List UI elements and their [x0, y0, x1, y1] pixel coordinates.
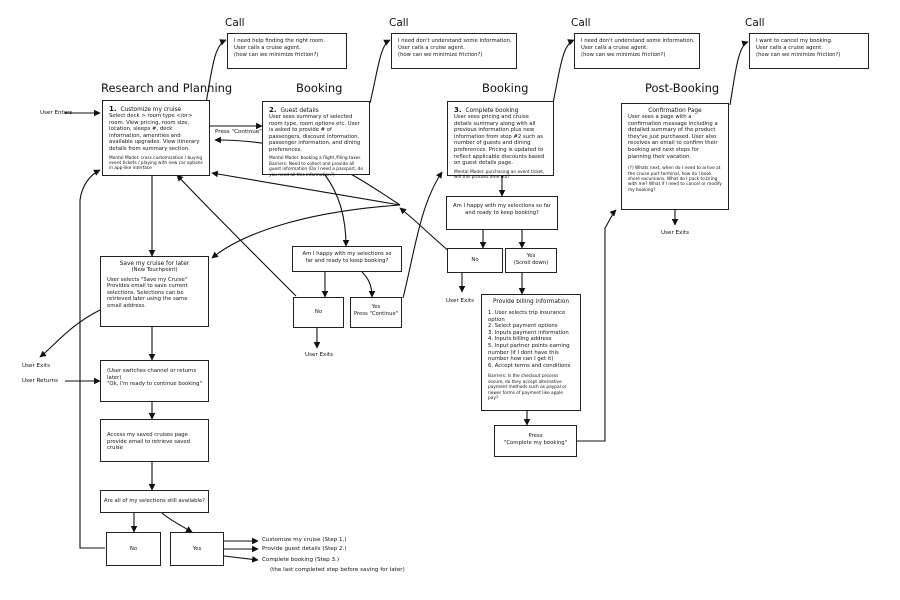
billing-note: Barriers: Is the checkout process secure…: [488, 374, 567, 401]
call-text: User calls a cruise agent.: [581, 45, 648, 52]
step-body: User sees pricing and cruise details sum…: [454, 114, 545, 167]
label-user-exits: User Exits: [305, 352, 334, 358]
heading-post-booking: Post-Booking: [645, 81, 720, 95]
billing-step: 6. Accept terms and conditions: [488, 362, 571, 369]
decision-question: Am I happy with my selections so far and…: [302, 251, 392, 264]
call-text: (how can we minimize friction?): [234, 52, 319, 59]
decision-yes-mid: Yes Press "Continue": [350, 297, 402, 328]
call-text: (how can we minimize friction?): [756, 52, 841, 59]
step-body: User sees summary of selected room type,…: [269, 114, 361, 153]
call-text: User calls a cruise agent.: [234, 45, 301, 52]
call-text: (how can we minimize friction?): [398, 52, 483, 59]
billing-step: 3. Inputs payment information: [488, 329, 569, 336]
call-text: I want to cancel my booking.: [756, 38, 833, 44]
call-heading-1: Call: [225, 17, 245, 29]
call-heading-3: Call: [571, 17, 591, 29]
decision-no-mid: No: [293, 297, 344, 328]
call-heading-2: Call: [389, 17, 409, 29]
call-text: I need don't understand some information…: [581, 38, 695, 44]
billing-step: 2. Select payment options: [488, 323, 558, 330]
label-user-returns: User Returns: [22, 378, 59, 384]
call-text: User calls a cruise agent.: [398, 45, 465, 52]
press-action: "Complete my booking": [503, 439, 568, 446]
label-user-enters: User Enters: [40, 110, 73, 116]
label-user-exits: User Exits: [446, 298, 475, 304]
decision-happy-right: Am I happy with my selections so far and…: [446, 196, 558, 230]
step-title: Guest details: [280, 108, 319, 114]
label-press-continue: Press "Continue": [215, 129, 262, 135]
billing-title: Provide billing information: [492, 299, 570, 305]
outcome-step-1: Customize my cruise (Step 1.): [262, 537, 347, 543]
heading-research-planning: Research and Planning: [101, 81, 233, 95]
call-box-4: I want to cancel my booking. User calls …: [749, 33, 869, 69]
call-box-2: I need don't understand some information…: [391, 33, 517, 69]
access-saved-cruises: Access my saved cruises page provide ema…: [100, 419, 209, 462]
decision-no-label: No: [314, 309, 323, 315]
decision-question: Am I happy with my selections so far and…: [453, 203, 551, 216]
step-guest-details: 2. Guest details User sees summary of se…: [262, 101, 370, 178]
step-note: Barriers: Need to collect and provide al…: [269, 161, 363, 178]
decision-question: Are all of my selections still available…: [103, 498, 206, 504]
switch-text: (User switches channel or returns later): [107, 368, 197, 381]
outcome-note: (the last completed step before saving f…: [270, 567, 405, 573]
decision-no-available: No: [106, 532, 161, 566]
switch-channel-return: (User switches channel or returns later)…: [100, 360, 209, 402]
step-note: Mental Model: booking a flight /filing t…: [269, 155, 361, 161]
save-body: User selects "Save my Cruise" Provides e…: [107, 276, 188, 309]
step-title: Complete booking: [465, 108, 519, 114]
save-title: Save my cruise for later: [119, 261, 190, 267]
call-text: I need don't understand some information…: [398, 38, 512, 44]
decision-yes-action: (Scroll down): [513, 259, 549, 266]
label-user-exits: User Exits: [661, 230, 690, 236]
step-note: Mental Model: cross customization / buyi…: [109, 155, 203, 172]
save-cruise-later: Save my cruise for later (New Touchpoint…: [100, 256, 209, 327]
decision-yes-right: Yes (Scroll down): [505, 248, 557, 273]
step-body: Select deck > room type </or> room. View…: [109, 113, 200, 152]
billing-step: 1. User selects trip insurance option: [488, 310, 566, 323]
outcome-step-2: Provide guest details (Step 2.): [262, 546, 347, 552]
decision-no-right: No: [447, 248, 503, 273]
decision-yes-action: Press "Continue": [353, 310, 399, 317]
decision-selections-available: Are all of my selections still available…: [100, 490, 209, 513]
access-title: Access my saved cruises page: [107, 432, 188, 438]
label-user-exits: User Exits: [22, 363, 51, 369]
call-text: User calls a cruise agent.: [756, 45, 823, 52]
heading-booking-1: Booking: [296, 81, 343, 95]
confirmation-page: Confirmation Page User sees a page with …: [621, 103, 729, 210]
confirmation-body: User sees a page with a confirmation mes…: [628, 114, 718, 160]
call-heading-4: Call: [745, 17, 765, 29]
step-number: 2.: [269, 106, 277, 114]
access-body: provide email to retrieve saved cruise: [107, 438, 191, 452]
outcome-step-3: Complete booking (Step 3.): [262, 557, 340, 563]
decision-no-label: No: [471, 257, 479, 263]
step-customize-cruise: 1. Customize my cruise Select deck > roo…: [102, 100, 210, 176]
step-number: 1.: [109, 105, 117, 113]
confirmation-note: (?) Whats next, when do I need to arrive…: [628, 166, 722, 193]
call-text: (how can we minimize friction?): [581, 52, 666, 59]
confirmation-title: Confirmation Page: [648, 108, 702, 114]
step-title: Customize my cruise: [120, 107, 182, 113]
switch-quote: "Ok, I'm ready to continue booking": [107, 381, 202, 388]
decision-yes-label: Yes: [192, 546, 202, 552]
call-box-3: I need don't understand some information…: [574, 33, 700, 69]
call-text: I need help finding the right room.: [234, 38, 326, 44]
decision-yes-label: Yes: [526, 253, 536, 259]
decision-happy-mid: Am I happy with my selections so far and…: [292, 246, 402, 272]
save-subtitle: (New Touchpoint): [131, 267, 178, 273]
step-note: Mental Model: purchasing an event ticket…: [454, 169, 545, 181]
press-complete-booking: Press "Complete my booking": [494, 425, 577, 457]
press-label: Press: [528, 433, 543, 439]
billing-step: 5. Input partner points earning number (…: [488, 342, 570, 363]
decision-yes-label: Yes: [371, 304, 381, 310]
heading-booking-2: Booking: [482, 81, 529, 95]
step-complete-booking: 3. Complete booking User sees pricing an…: [447, 101, 554, 180]
billing-information: Provide billing information 1. User sele…: [481, 294, 581, 411]
decision-no-label: No: [129, 546, 138, 552]
decision-yes-available: Yes: [170, 532, 224, 566]
call-box-1: I need help finding the right room. User…: [227, 33, 347, 69]
step-number: 3.: [454, 106, 462, 114]
billing-step: 4. Inputs billing address: [488, 336, 552, 343]
